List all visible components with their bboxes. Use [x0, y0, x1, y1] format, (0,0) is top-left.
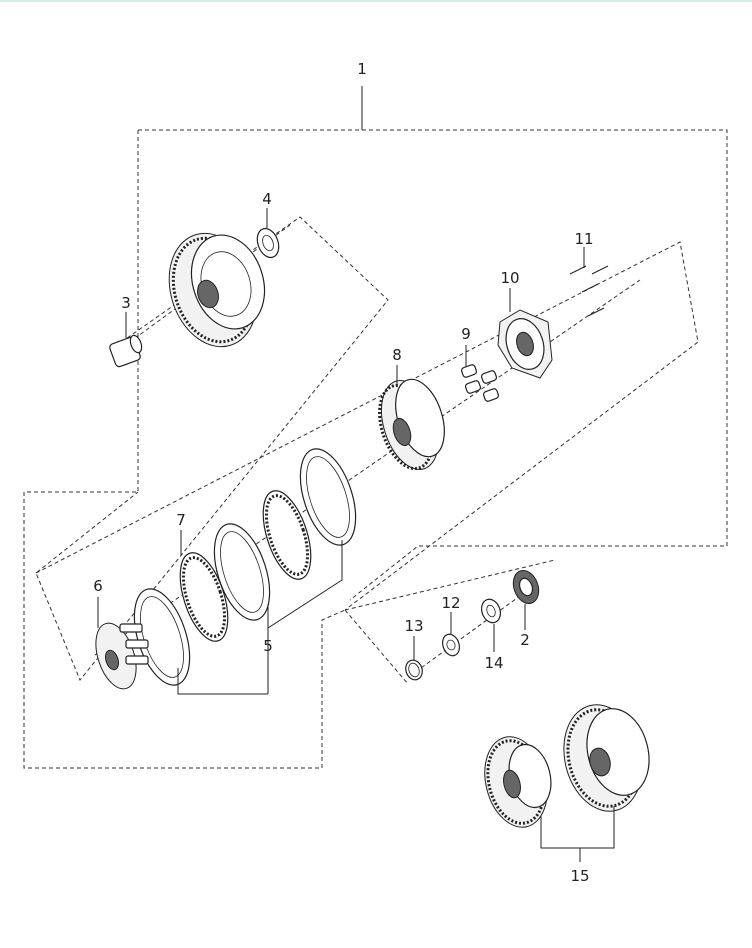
- top-border: [0, 0, 752, 2]
- washer-part-12: [441, 633, 461, 657]
- axis-group-a: [35, 216, 389, 681]
- callout-9: 9: [461, 325, 471, 343]
- callout-6: 6: [93, 577, 103, 595]
- gear-part-15: [484, 736, 552, 828]
- circlip-part-13: [405, 659, 423, 681]
- assembly-1-boundary: [23, 129, 728, 769]
- steel-plates-part-7: [179, 490, 312, 642]
- callout-1: 1: [357, 60, 367, 78]
- leader-15-bracket: [540, 806, 615, 862]
- collar-part-14: [480, 598, 502, 624]
- leader-5-bracket: [177, 540, 343, 695]
- callout-14: 14: [484, 654, 503, 672]
- pressure-plate-part-10: [497, 309, 553, 379]
- clutch-hub-part-8: [378, 378, 445, 471]
- washer-part-4: [256, 227, 280, 259]
- springs-part-9: [460, 364, 500, 402]
- callout-2: 2: [520, 631, 530, 649]
- callout-10: 10: [500, 269, 519, 287]
- centerline-lower: [409, 584, 536, 677]
- centerline-main: [94, 279, 641, 656]
- callout-15: 15: [570, 867, 589, 885]
- callout-5: 5: [263, 637, 273, 655]
- callout-3: 3: [121, 294, 131, 312]
- callout-12: 12: [441, 594, 460, 612]
- callout-11: 11: [574, 230, 593, 248]
- pressure-plate-part-6: [95, 622, 149, 690]
- callout-13: 13: [404, 617, 423, 635]
- callout-4: 4: [262, 190, 272, 208]
- bolts-part-11: [569, 265, 609, 317]
- axis-group-c: [344, 559, 556, 685]
- friction-discs-part-5: [133, 448, 357, 686]
- clutch-basket-part-15: [563, 704, 650, 812]
- callout-8: 8: [392, 346, 402, 364]
- bearing-part-2: [512, 570, 540, 604]
- pin-part-3: [109, 334, 143, 368]
- callout-7: 7: [176, 511, 186, 529]
- clutch-basket-upper: [168, 232, 266, 348]
- axis-group-b: [35, 241, 699, 611]
